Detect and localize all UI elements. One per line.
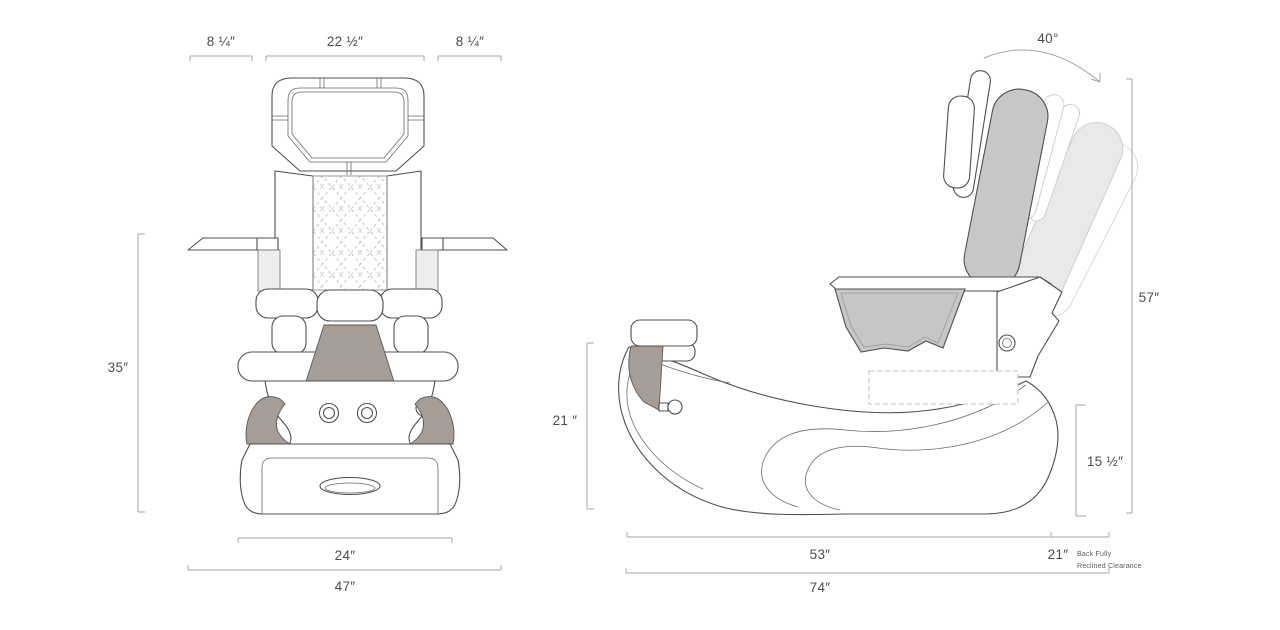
basin-handle-inner xyxy=(324,482,376,494)
backrest-left-column xyxy=(274,170,314,291)
armrest-tray-right-inner xyxy=(421,237,444,251)
side-view-dimensions: 40° 57″ 21 ″ 15 ½″ 53″ 21″ Back Fully Re… xyxy=(553,31,1160,595)
basin-sweep-2 xyxy=(804,401,1049,511)
footrest-drape xyxy=(628,345,664,411)
dim-base-length-label: 53″ xyxy=(810,547,831,562)
footrest-knob-stem xyxy=(658,402,669,412)
frame-cap-inner xyxy=(1002,338,1012,348)
access-panel xyxy=(868,370,1019,405)
pedestal xyxy=(264,380,436,446)
basin-side xyxy=(618,346,1059,516)
dim-front-height: 35″ xyxy=(108,233,145,513)
basin-front-rim xyxy=(626,357,704,490)
side-chair-illustration xyxy=(618,70,1139,516)
seat-cushion-left xyxy=(255,288,319,319)
dim-base-clearance-label: 15 ½″ xyxy=(1087,454,1123,469)
dim-total-height-label: 57″ xyxy=(1139,290,1160,305)
footrest-knob xyxy=(667,399,683,415)
dim-total-length-label: 74″ xyxy=(810,580,831,595)
headrest-pillow-side xyxy=(943,95,975,189)
headrest-panel-outer xyxy=(287,87,409,163)
wing-left xyxy=(245,396,292,445)
dim-seat-height: 21 ″ xyxy=(553,342,594,510)
basin-front-panel xyxy=(261,457,439,513)
dim-recline-clearance-label: 21″ xyxy=(1048,547,1069,562)
seat-cushion-center xyxy=(316,289,384,322)
dim-total-height: 57″ xyxy=(1126,78,1160,514)
seat-frame-side xyxy=(996,276,1063,378)
dim-front-height-label: 35″ xyxy=(108,360,129,375)
dim-front-base-width: 24″ xyxy=(237,537,453,563)
dim-recline-angle: 40° xyxy=(983,31,1101,83)
basin-sweep-1 xyxy=(761,384,1027,508)
dim-seat-height-label: 21 ″ xyxy=(553,413,578,428)
dim-base-clearance: 15 ½″ xyxy=(1075,404,1123,517)
dim-front-total-width: 47″ xyxy=(187,565,502,594)
side-panel-left xyxy=(257,249,281,292)
headrest-panel-inner xyxy=(291,91,405,159)
dim-front-top-right: 8 ¼″ xyxy=(437,34,502,61)
dim-front-top-center-label: 22 ½″ xyxy=(327,34,363,49)
seat-cushion-right xyxy=(379,288,443,319)
jet-left-inner xyxy=(322,406,336,420)
side-panel-right xyxy=(415,249,439,292)
jet-right-inner xyxy=(360,406,374,420)
side-panel-gray-inner xyxy=(840,292,959,348)
headrest-seams xyxy=(272,78,424,175)
dim-total-length: 74″ xyxy=(625,568,1110,595)
dim-recline-note-line1: Back Fully xyxy=(1077,551,1112,558)
headrest xyxy=(271,77,425,172)
dim-front-top-center: 22 ½″ xyxy=(265,34,425,61)
frame-cap xyxy=(998,334,1016,352)
armrest-tray-left-inner xyxy=(256,237,279,251)
front-view-dimensions: 8 ¼″ 22 ½″ 8 ¼″ 35″ 24″ 47″ xyxy=(108,34,502,594)
wing-right xyxy=(408,396,455,445)
backrest-quilted-panel xyxy=(312,175,388,291)
dim-front-top-left-label: 8 ¼″ xyxy=(207,34,236,49)
dim-recline-note-line2: Reclined Clearance xyxy=(1077,563,1142,570)
side-panel-gray xyxy=(834,288,966,353)
bolster-left xyxy=(271,315,307,355)
dim-recline-angle-label: 40° xyxy=(1037,31,1058,46)
footrest-pillow xyxy=(630,319,698,347)
dim-base-length: 53″ xyxy=(626,532,1052,562)
dim-front-total-width-label: 47″ xyxy=(335,579,356,594)
dim-front-top-right-label: 8 ¼″ xyxy=(456,34,485,49)
dim-front-base-width-label: 24″ xyxy=(335,548,356,563)
front-chair-illustration xyxy=(187,77,508,515)
dim-front-top-left: 8 ¼″ xyxy=(189,34,253,61)
basin-handle xyxy=(319,476,381,496)
bolster-right xyxy=(393,315,429,355)
dim-recline-clearance: 21″ Back Fully Reclined Clearance xyxy=(1048,532,1142,570)
